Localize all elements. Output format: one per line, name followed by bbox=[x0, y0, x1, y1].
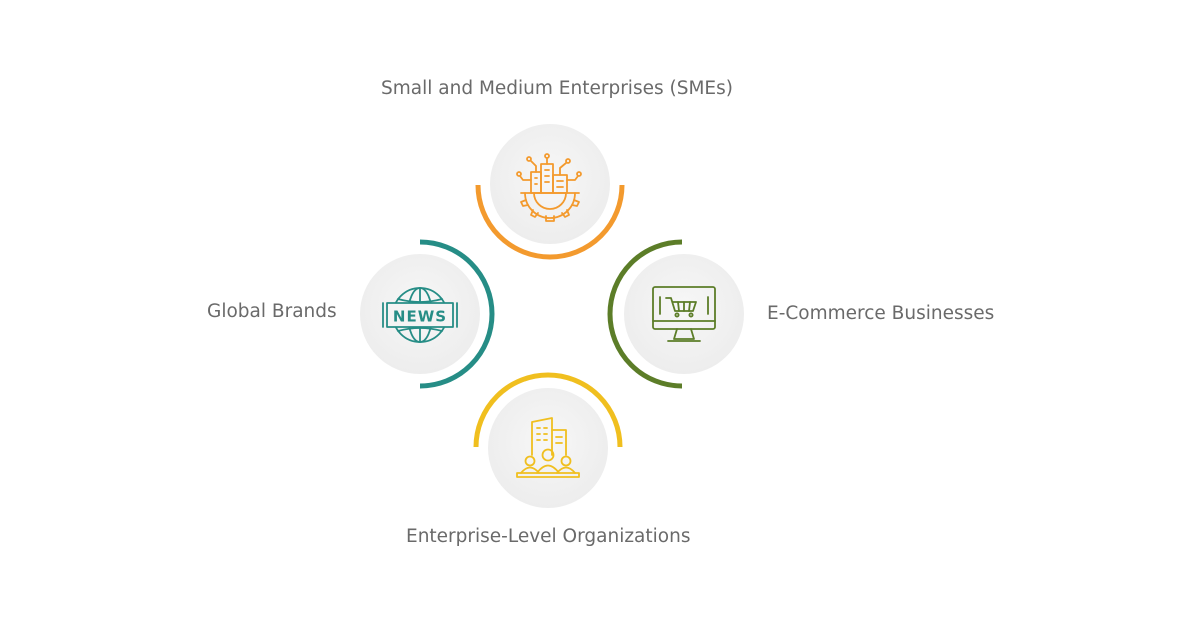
global-arc bbox=[419, 239, 495, 389]
buildings-people-icon bbox=[516, 417, 580, 478]
enterprise-node bbox=[473, 372, 623, 508]
sme-node bbox=[475, 124, 625, 260]
ecommerce-arc bbox=[607, 239, 683, 389]
globe-news-icon bbox=[382, 287, 458, 343]
ecommerce-label: E-Commerce Businesses bbox=[767, 303, 995, 324]
enterprise-arc bbox=[473, 372, 623, 448]
global-brands-label: Global Brands bbox=[207, 301, 337, 322]
ecommerce-node bbox=[607, 239, 744, 389]
global-node: NEWS bbox=[360, 239, 495, 389]
ecommerce-circle bbox=[624, 254, 744, 374]
factory-gear-icon bbox=[516, 153, 582, 222]
sme-arc bbox=[475, 184, 625, 260]
monitor-cart-icon bbox=[652, 286, 716, 342]
sme-label: Small and Medium Enterprises (SMEs) bbox=[381, 78, 733, 99]
globe-news-icon-text: NEWS bbox=[393, 308, 447, 326]
sme-circle bbox=[490, 124, 610, 244]
enterprise-circle bbox=[488, 388, 608, 508]
enterprise-label: Enterprise-Level Organizations bbox=[406, 526, 691, 547]
